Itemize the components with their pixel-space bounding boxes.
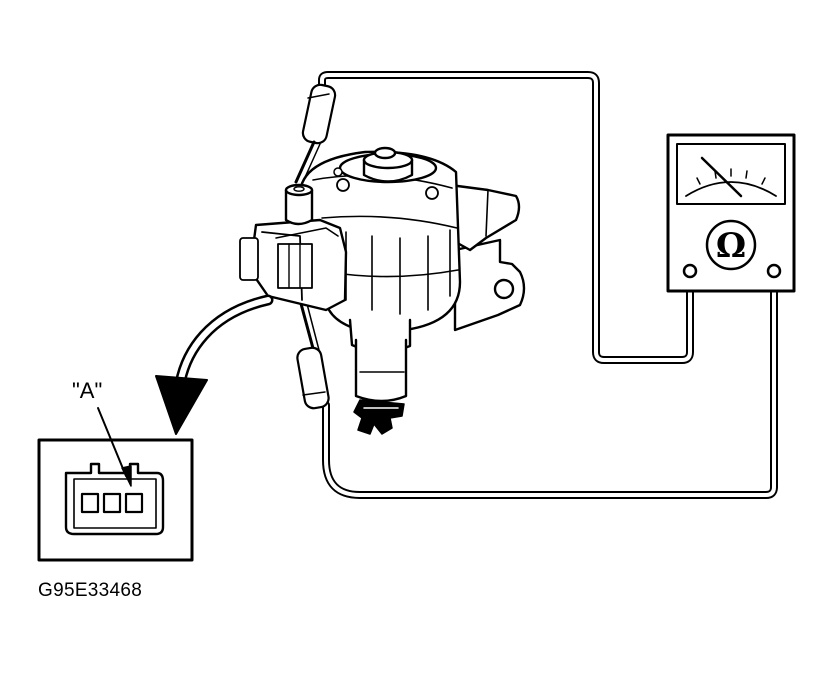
ohmmeter-icon — [666, 133, 796, 293]
figure-code: G95E33468 — [38, 580, 143, 601]
meter-needle — [700, 156, 743, 198]
terminal-a-label: "A" — [72, 378, 103, 403]
distributor-icon — [239, 146, 526, 435]
detail-pointer-arrow — [155, 294, 274, 435]
upper-lead-wire — [318, 71, 694, 364]
connector-detail-box — [37, 407, 194, 562]
ohm-symbol: Ω — [716, 226, 746, 266]
connector-icon — [64, 462, 165, 536]
lower-lead-wire — [322, 272, 778, 499]
lower-test-probe-icon — [296, 298, 330, 410]
terminal-a-leader — [97, 407, 132, 487]
